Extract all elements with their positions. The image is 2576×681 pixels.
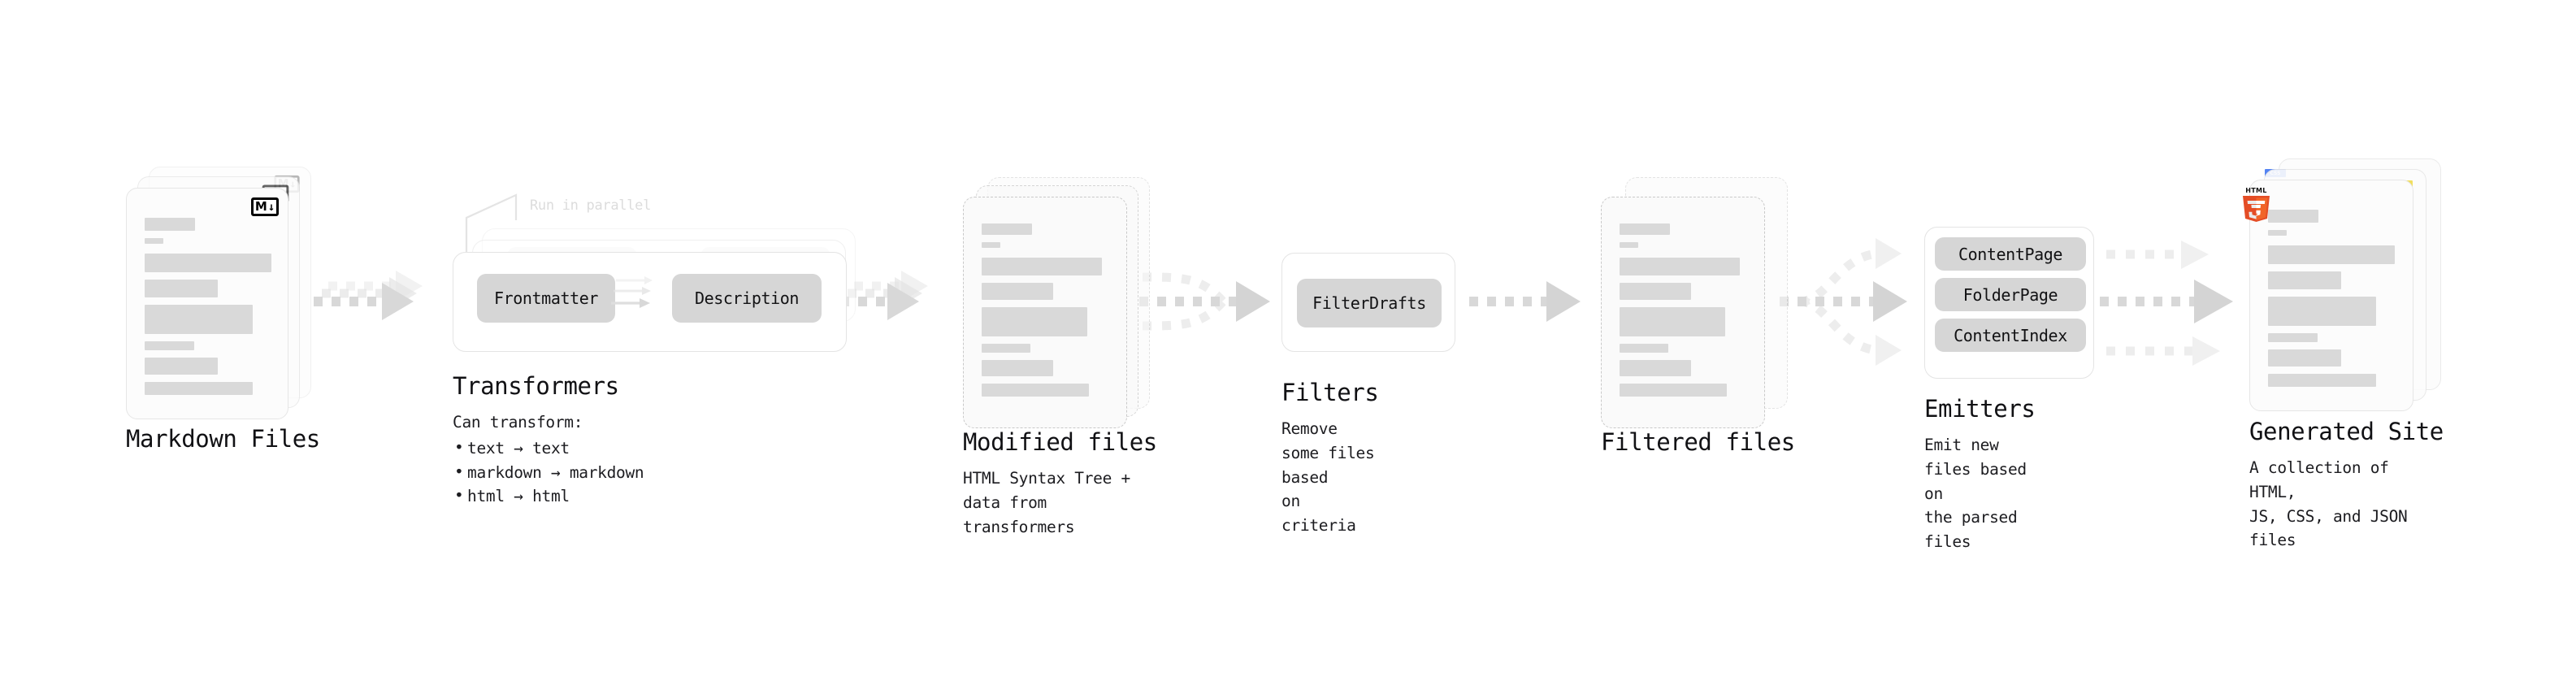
filters-title: Filters [1281, 379, 1379, 406]
generated-card-skeleton [2250, 180, 2413, 410]
markdown-card-skeleton [127, 189, 288, 419]
markdown-icon: M ↓ [251, 197, 279, 216]
filter-pill-filterdrafts[interactable]: FilterDrafts [1297, 279, 1442, 327]
run-in-parallel-annotation: Run in parallel [530, 197, 652, 214]
arrow-filters-to-filtered [1469, 281, 1581, 322]
emitters-desc: Emit new files based on the parsed files [1924, 436, 2027, 551]
emitter-pill-contentindex[interactable]: ContentIndex [1935, 319, 2086, 352]
filtered-document-stack [1601, 177, 1788, 437]
modified-files-desc: HTML Syntax Tree + data from transformer… [963, 469, 1130, 536]
transformers-bullet-0: text → text [453, 436, 644, 461]
transformers-desc: Can transform: [453, 413, 583, 432]
transformers-bullet-2: html → html [453, 484, 644, 509]
arrow-emitters-to-site [2100, 241, 2233, 366]
arrow-markdown-to-transformers [314, 271, 423, 320]
emitter-pill-folderpage[interactable]: FolderPage [1935, 278, 2086, 311]
modified-files-title: Modified files [963, 428, 1157, 456]
transformer-pill-frontmatter[interactable]: Frontmatter [477, 274, 615, 323]
html5-icon-label: HTML [2245, 187, 2267, 194]
markdown-icon-arrow: ↓ [267, 200, 275, 214]
arrow-filtered-to-emitters [1780, 238, 1907, 366]
filtered-card-front [1601, 197, 1765, 428]
markdown-document-stack: M↓ M↓ M ↓ [126, 167, 313, 427]
generated-card-html: HTML [2243, 180, 2413, 411]
generated-site-title: Generated Site [2249, 418, 2444, 445]
emitter-pill-contentpage[interactable]: ContentPage [1935, 237, 2086, 271]
transformer-pill-description[interactable]: Description [672, 274, 822, 323]
filters-desc: Remove some files based on criteria [1281, 419, 1375, 535]
filtered-card-skeleton [1602, 197, 1764, 427]
modified-document-stack [963, 177, 1150, 437]
transformers-bullet-1: markdown → markdown [453, 460, 644, 485]
filtered-files-title: Filtered files [1601, 428, 1795, 456]
modified-card-skeleton [964, 197, 1126, 427]
markdown-card-front: M ↓ [126, 188, 288, 419]
filters-box: FilterDrafts [1281, 253, 1455, 352]
markdown-icon-letter: M [254, 199, 267, 214]
emitters-title: Emitters [1924, 395, 2036, 423]
transformers-title: Transformers [453, 372, 619, 400]
generated-site-desc: A collection of HTML, JS, CSS, and JSON … [2249, 458, 2408, 550]
emitters-box: ContentPage FolderPage ContentIndex [1924, 227, 2094, 379]
transformer-box-front: Frontmatter Description [453, 252, 847, 352]
html5-icon: HTML [2241, 188, 2271, 222]
markdown-files-title: Markdown Files [126, 425, 320, 453]
modified-card-front [963, 197, 1127, 428]
transformers-bullet-list: text → text markdown → markdown html → h… [453, 436, 644, 509]
generated-site-document-stack: CSS HTML [2243, 158, 2444, 427]
arrow-modified-to-filters [1139, 272, 1270, 331]
